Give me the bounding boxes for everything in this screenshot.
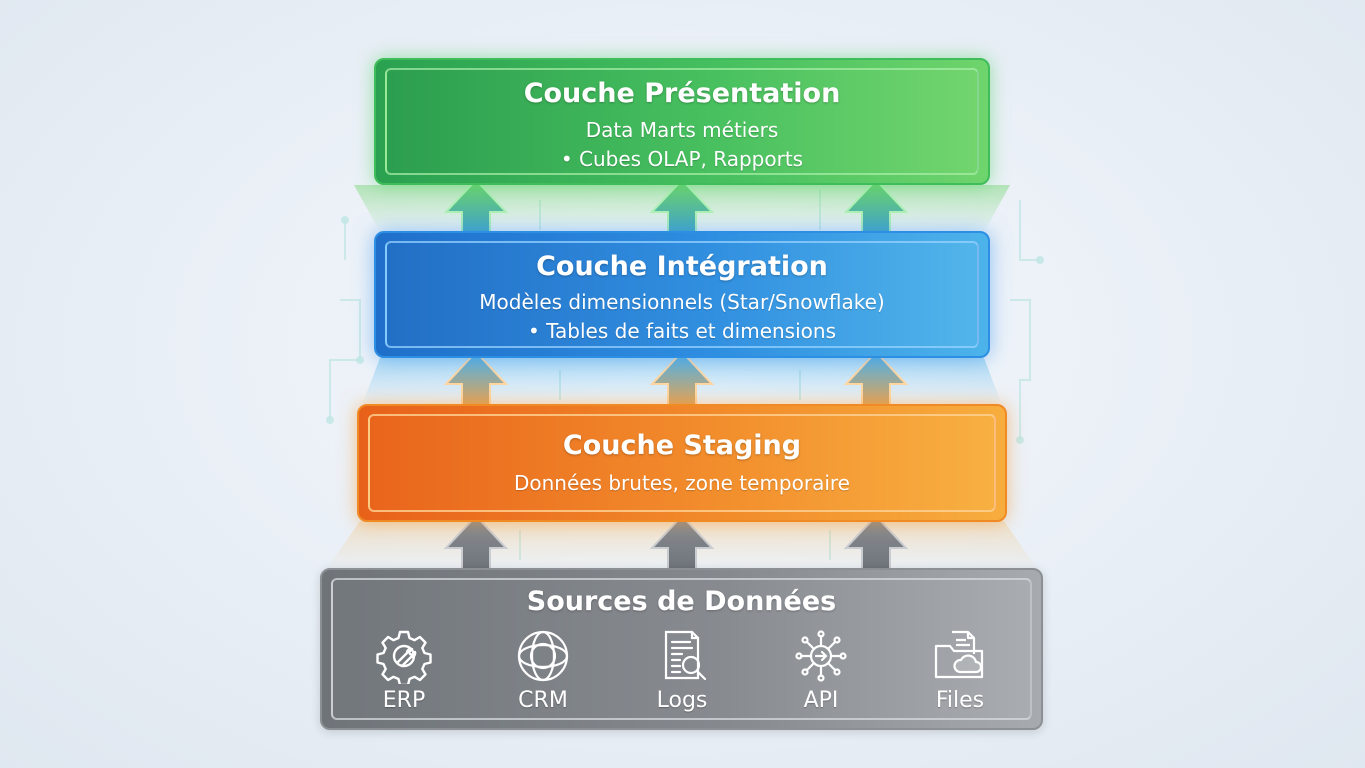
integration-layer-title: Couche Intégration xyxy=(536,251,828,282)
source-files-label: Files xyxy=(935,688,985,713)
source-logs-label: Logs xyxy=(656,688,708,713)
source-api-label: API xyxy=(803,688,839,713)
gear-wrench-icon xyxy=(376,630,432,684)
integration-layer-inner xyxy=(385,241,979,348)
integration-layer: Couche Intégration Modèles dimensionnels… xyxy=(374,231,990,358)
presentation-layer-line2: • Cubes OLAP, Rapports xyxy=(560,147,804,171)
presentation-layer-title: Couche Présentation xyxy=(523,78,841,109)
staging-layer-inner xyxy=(368,414,996,512)
sources-layer-title: Sources de Données xyxy=(526,586,837,617)
presentation-layer-inner xyxy=(385,68,979,175)
document-search-icon xyxy=(664,630,707,681)
source-api: API xyxy=(761,624,881,720)
source-files: Files xyxy=(900,624,1020,720)
source-crm: CRM xyxy=(483,624,603,720)
integration-layer-line1: Modèles dimensionnels (Star/Snowflake) xyxy=(479,290,885,314)
integration-layer-line2: • Tables de faits et dimensions xyxy=(527,319,836,343)
source-erp: ERP xyxy=(344,624,464,720)
staging-layer: Couche Staging Données brutes, zone temp… xyxy=(357,404,1007,522)
api-hub-icon xyxy=(795,630,847,682)
presentation-layer: Couche Présentation Data Marts métiers •… xyxy=(374,58,990,185)
crm-network-icon xyxy=(517,630,569,682)
sources-layer: Sources de Données ERP xyxy=(320,568,1043,730)
staging-layer-line1: Données brutes, zone temporaire xyxy=(513,471,850,495)
folder-cloud-icon xyxy=(934,630,984,679)
presentation-layer-line1: Data Marts métiers xyxy=(585,118,779,142)
source-erp-label: ERP xyxy=(382,688,426,713)
source-logs: Logs xyxy=(622,624,742,720)
staging-layer-title: Couche Staging xyxy=(562,430,802,461)
source-crm-label: CRM xyxy=(518,688,568,713)
